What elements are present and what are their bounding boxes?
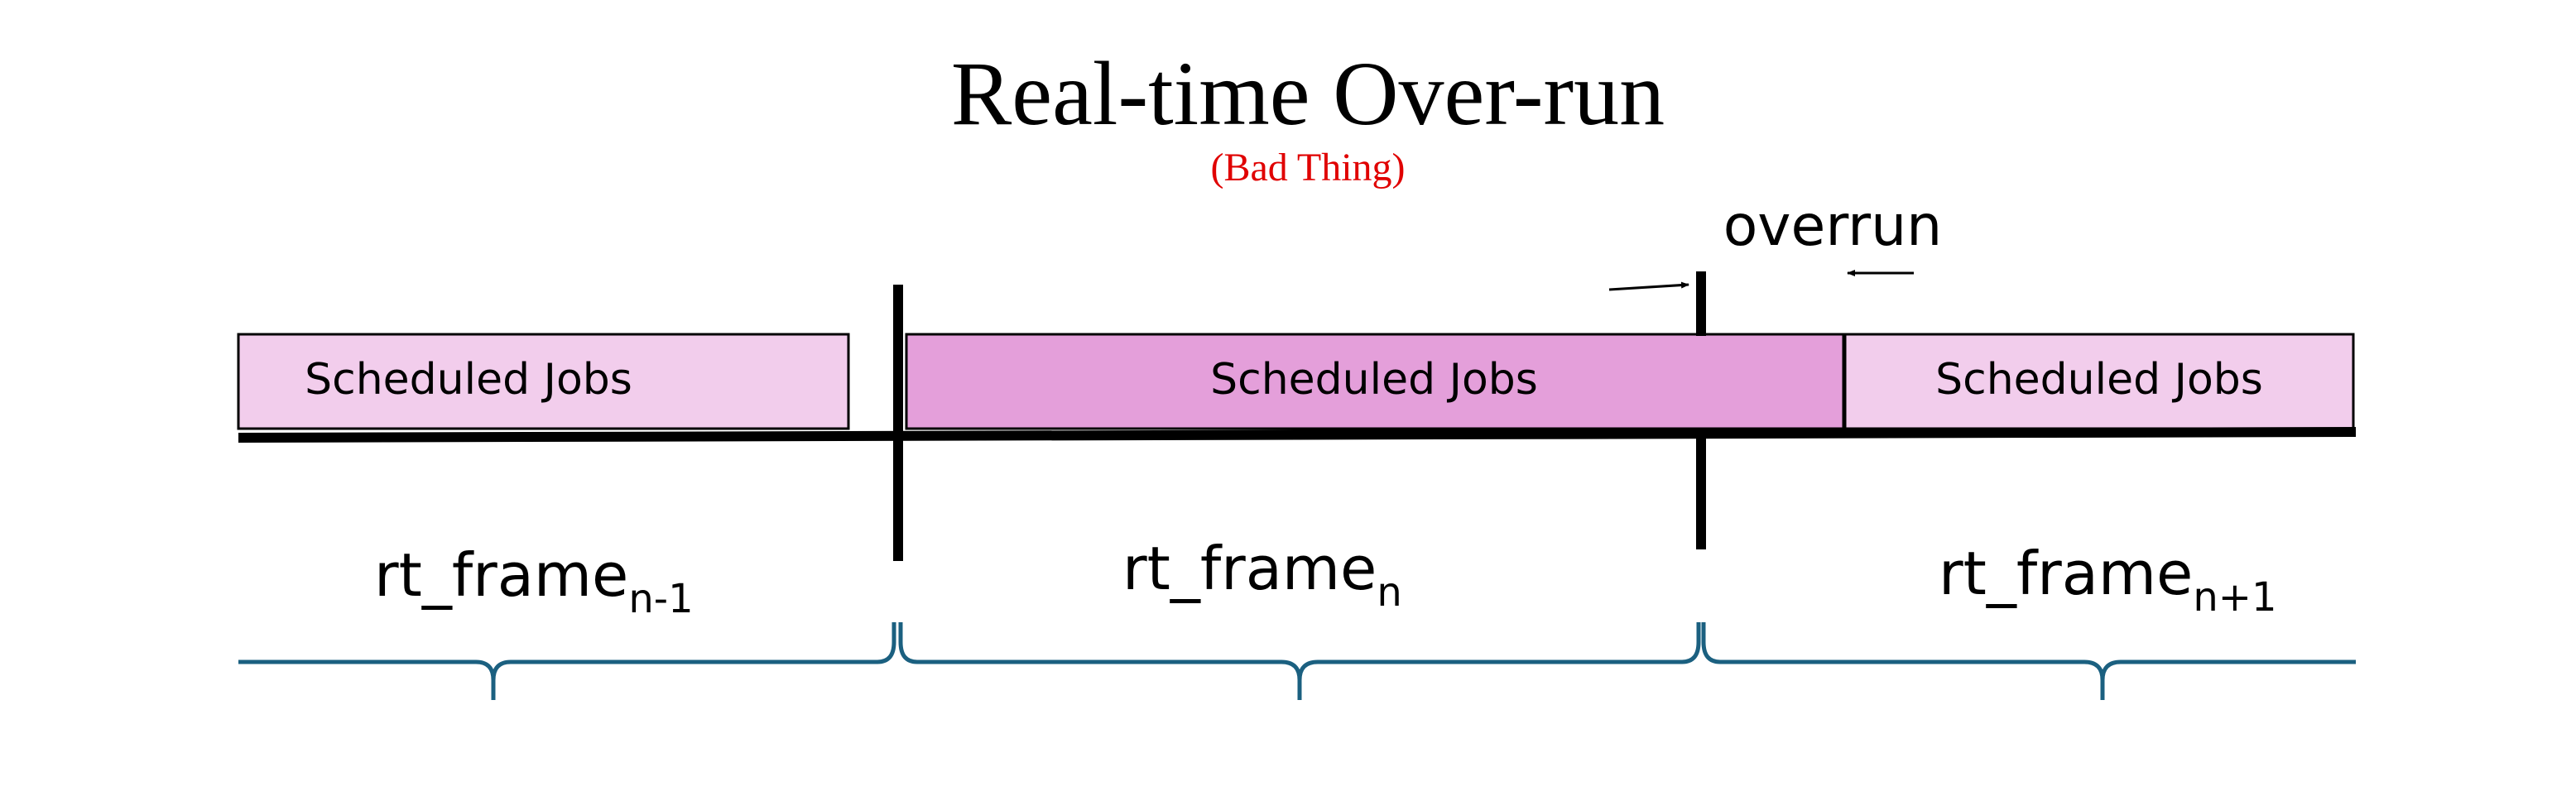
diagram-subtitle: (Bad Thing) [1210, 146, 1405, 189]
job-box-right [1843, 333, 2355, 430]
job-label-right: Scheduled Jobs [1935, 355, 2263, 405]
frame-label-n: rt_framen [1122, 534, 1402, 616]
frame-label-n-minus-1: rt_framen-1 [374, 540, 694, 622]
overrun-label: overrun [1723, 194, 1943, 259]
job-box-left [237, 333, 850, 430]
diagram-title: Real-time Over-run [951, 43, 1665, 144]
timeline-axis [238, 427, 2357, 443]
frame-label-n-plus-1: rt_framen+1 [1939, 539, 2277, 621]
job-label-left: Scheduled Jobs [305, 355, 632, 405]
brace-frame-n-plus-1 [1701, 622, 2356, 700]
brace-frame-n [898, 622, 1701, 700]
job-label-center: Scheduled Jobs [1210, 355, 1538, 405]
overrun-arrow-right [1608, 281, 1689, 291]
job-box-center [905, 333, 1845, 430]
brace-frame-n-minus-1 [238, 622, 896, 700]
